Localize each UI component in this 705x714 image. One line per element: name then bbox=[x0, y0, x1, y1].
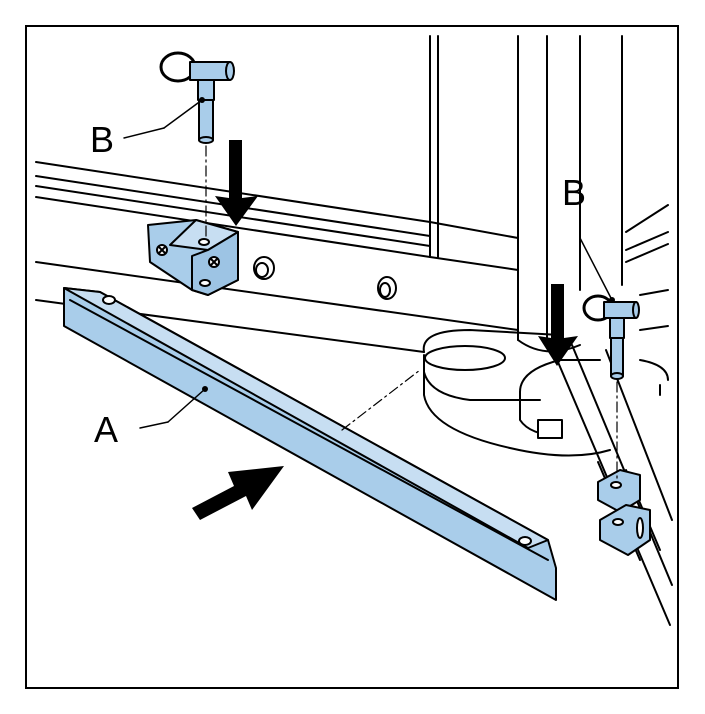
pin-b-left bbox=[159, 51, 235, 144]
callout-label-b-right: B bbox=[562, 172, 586, 213]
down-arrow-icon bbox=[215, 140, 258, 226]
rail-holes bbox=[253, 256, 397, 300]
down-arrow-icon bbox=[538, 284, 578, 366]
leader-lines bbox=[123, 99, 613, 429]
machine-column bbox=[517, 35, 669, 353]
rail-part-a bbox=[63, 287, 557, 601]
alignment-lines bbox=[205, 145, 618, 483]
callout-label-b-left: B bbox=[90, 119, 114, 160]
left-bracket bbox=[147, 219, 239, 296]
right-bracket-upper bbox=[597, 469, 641, 513]
leader-dots bbox=[199, 97, 615, 392]
diagonal-arrow-icon bbox=[192, 466, 284, 520]
callout-label-a: A bbox=[94, 409, 118, 450]
caster-base bbox=[422, 329, 669, 457]
right-bracket-lower bbox=[599, 504, 651, 556]
pin-b-right bbox=[582, 294, 640, 380]
